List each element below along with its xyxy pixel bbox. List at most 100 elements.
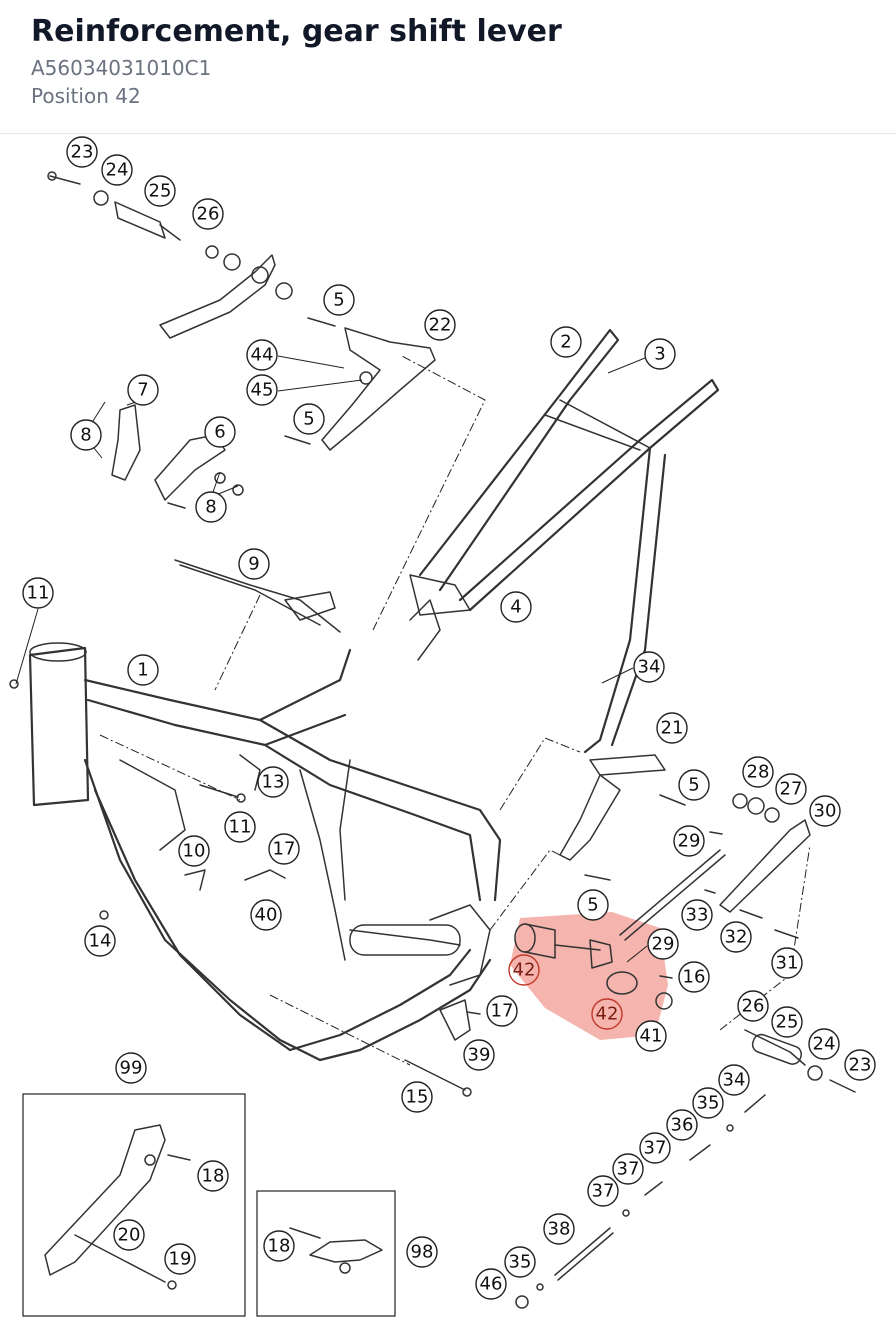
callout-circle	[127, 374, 159, 406]
callout-17[interactable]: 17	[486, 995, 518, 1027]
main-frame	[28, 642, 502, 1062]
callout-34[interactable]: 34	[633, 651, 665, 683]
callout-circle	[263, 1230, 295, 1262]
callout-circle	[639, 1132, 671, 1164]
callout-label: 29	[678, 831, 701, 852]
callout-label: 23	[71, 142, 94, 163]
callout-circle	[323, 284, 355, 316]
callout-19[interactable]: 19	[164, 1243, 196, 1275]
callout-circle	[238, 548, 270, 580]
callout-circle	[246, 374, 278, 406]
callout-39[interactable]: 39	[463, 1039, 495, 1071]
part-header: Reinforcement, gear shift lever A5603403…	[0, 0, 896, 134]
callout-18[interactable]: 18	[197, 1160, 229, 1192]
callout-9[interactable]: 9	[238, 548, 270, 580]
callout-26[interactable]: 26	[192, 198, 224, 230]
callout-label: 38	[548, 1219, 571, 1240]
callout-label: 19	[169, 1249, 192, 1270]
callout-34[interactable]: 34	[718, 1064, 750, 1096]
callout-24[interactable]: 24	[101, 154, 133, 186]
callout-3[interactable]: 3	[644, 338, 676, 370]
callout-circle	[197, 1160, 229, 1192]
callout-label: 18	[202, 1166, 225, 1187]
callout-label: 45	[251, 380, 274, 401]
callout-label: 17	[273, 839, 296, 860]
callout-5[interactable]: 5	[323, 284, 355, 316]
callout-label: 37	[644, 1138, 667, 1159]
callout-8[interactable]: 8	[70, 419, 102, 451]
callout-8[interactable]: 8	[195, 491, 227, 523]
callout-11[interactable]: 11	[224, 811, 256, 843]
callout-16[interactable]: 16	[678, 961, 710, 993]
callout-35[interactable]: 35	[504, 1246, 536, 1278]
callout-37[interactable]: 37	[612, 1153, 644, 1185]
callout-25[interactable]: 25	[771, 1006, 803, 1038]
callout-38[interactable]: 38	[543, 1213, 575, 1245]
callout-41[interactable]: 41	[635, 1020, 667, 1052]
callout-42[interactable]: 42	[591, 998, 623, 1030]
callout-5[interactable]: 5	[577, 889, 609, 921]
callout-24[interactable]: 24	[808, 1028, 840, 1060]
callout-27[interactable]: 27	[775, 773, 807, 805]
callout-circle	[678, 961, 710, 993]
callout-label: 18	[268, 1236, 291, 1257]
callout-37[interactable]: 37	[639, 1132, 671, 1164]
callout-label: 34	[723, 1070, 746, 1091]
callout-20[interactable]: 20	[113, 1219, 145, 1251]
callout-42[interactable]: 42	[508, 954, 540, 986]
callout-32[interactable]: 32	[720, 921, 752, 953]
callout-label: 39	[468, 1045, 491, 1066]
callout-33[interactable]: 33	[681, 899, 713, 931]
position-label: Position 42	[31, 84, 141, 108]
callout-30[interactable]: 30	[809, 795, 841, 827]
callout-99[interactable]: 99	[115, 1052, 147, 1084]
callout-2[interactable]: 2	[550, 326, 582, 358]
callout-circle	[164, 1243, 196, 1275]
callout-17[interactable]: 17	[268, 833, 300, 865]
callout-23[interactable]: 23	[66, 136, 98, 168]
callout-1[interactable]: 1	[127, 654, 159, 686]
callout-13[interactable]: 13	[257, 766, 289, 798]
callout-37[interactable]: 37	[587, 1175, 619, 1207]
callout-11[interactable]: 11	[22, 577, 54, 609]
callout-98[interactable]: 98	[406, 1236, 438, 1268]
callout-label: 5	[303, 409, 314, 430]
callout-21[interactable]: 21	[656, 712, 688, 744]
callout-18[interactable]: 18	[263, 1230, 295, 1262]
callout-7[interactable]: 7	[127, 374, 159, 406]
callout-35[interactable]: 35	[692, 1087, 724, 1119]
callout-6[interactable]: 6	[204, 416, 236, 448]
callout-5[interactable]: 5	[678, 769, 710, 801]
callout-circle	[424, 309, 456, 341]
inset-98-part	[289, 1227, 383, 1274]
callout-26[interactable]: 26	[737, 990, 769, 1022]
callout-44[interactable]: 44	[246, 339, 278, 371]
callout-36[interactable]: 36	[666, 1109, 698, 1141]
callout-45[interactable]: 45	[246, 374, 278, 406]
callout-circle	[678, 769, 710, 801]
callout-40[interactable]: 40	[250, 899, 282, 931]
callout-circle	[775, 773, 807, 805]
callout-46[interactable]: 46	[475, 1268, 507, 1300]
callout-29[interactable]: 29	[647, 928, 679, 960]
callout-circle	[647, 928, 679, 960]
callout-31[interactable]: 31	[771, 947, 803, 979]
callout-5[interactable]: 5	[293, 403, 325, 435]
callout-23[interactable]: 23	[844, 1049, 876, 1081]
callout-circle	[293, 403, 325, 435]
callout-10[interactable]: 10	[178, 835, 210, 867]
callout-29[interactable]: 29	[673, 825, 705, 857]
exploded-parts-diagram: 2324252652223444575868911413421135282730…	[9, 136, 876, 1317]
callout-25[interactable]: 25	[144, 175, 176, 207]
callout-4[interactable]: 4	[500, 591, 532, 623]
callout-circle	[681, 899, 713, 931]
callout-14[interactable]: 14	[84, 925, 116, 957]
callout-15[interactable]: 15	[401, 1081, 433, 1113]
callout-label: 37	[617, 1159, 640, 1180]
callout-label: 26	[197, 204, 220, 225]
callout-label: 15	[406, 1087, 429, 1108]
callout-circle	[463, 1039, 495, 1071]
callout-label: 32	[725, 927, 748, 948]
callout-22[interactable]: 22	[424, 309, 456, 341]
callout-28[interactable]: 28	[742, 756, 774, 788]
